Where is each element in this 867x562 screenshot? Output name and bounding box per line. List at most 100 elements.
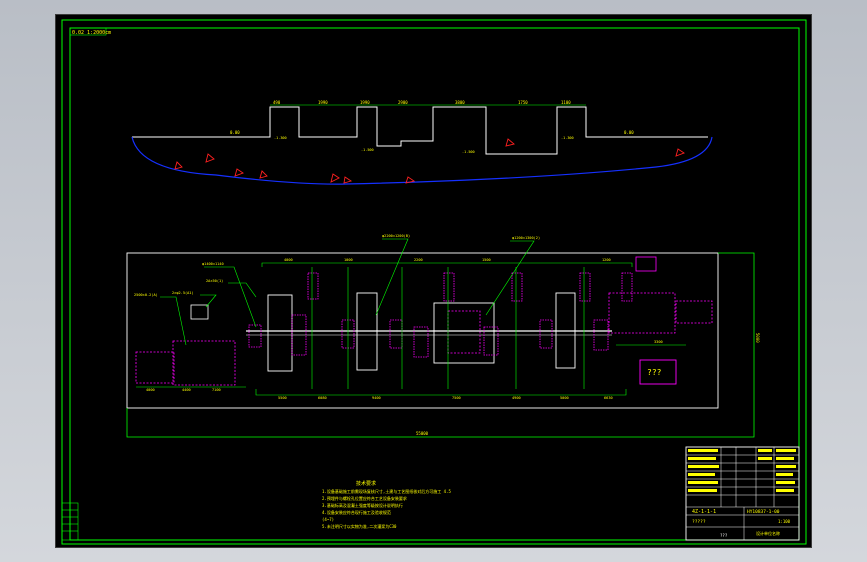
bottom-dim-chain — [255, 389, 627, 396]
profile-dim: 1990 — [360, 100, 370, 105]
note-line: 3.基础标高及混凝土强度等级按设计说明执行 — [322, 502, 403, 508]
cad-drawing: 0.02 1:2000cm — [61, 19, 807, 545]
bearing-block — [621, 272, 633, 302]
profile-dim: 2900 — [398, 100, 408, 105]
profile-elev-right: 0.00 — [624, 130, 634, 135]
plan-outline — [126, 252, 719, 409]
bearing-block — [511, 272, 523, 302]
stand-1 — [267, 294, 293, 372]
leaders — [160, 238, 535, 346]
tb-drawing-code: 4Z-1-1-1 — [692, 509, 716, 515]
tb-fill — [776, 481, 795, 484]
stand-2 — [356, 292, 378, 371]
pit-label: -1.500 — [361, 148, 374, 152]
bearing-block — [443, 272, 455, 302]
leader-text: 2500×0.2(A) — [134, 293, 158, 297]
plan-top-dim: 1000 — [344, 258, 353, 262]
bearing-block — [291, 314, 307, 356]
bearing-block — [579, 272, 591, 302]
drawing-sheet: 0.02 1:2000cm — [55, 14, 812, 548]
note-line: 4.设备安装应符合现行施工及验收规范 — [322, 509, 391, 515]
bearing-block — [413, 326, 429, 358]
tb-drawing-name: ????? — [692, 519, 706, 525]
plan-bottom-dim: 6080 — [318, 396, 327, 400]
callout-box — [635, 256, 657, 272]
tb-fill — [688, 457, 716, 460]
gearbox-small — [190, 304, 209, 320]
tb-fill — [688, 481, 718, 484]
plan-bottom-dim: 5500 — [278, 396, 287, 400]
marker-icon — [174, 161, 183, 170]
tb-fill — [776, 465, 796, 468]
motor-base — [135, 351, 175, 384]
right-dim: 5000 — [755, 333, 760, 343]
profile-dim: 1750 — [518, 100, 528, 105]
note-line: 5.未注明尺寸以实物为准,二次灌浆为C30 — [322, 523, 397, 529]
leader-text: 2×φ2.5(A1) — [172, 291, 194, 295]
tb-fill — [758, 449, 772, 452]
tb-drawing-no: HY10837-1-00 — [747, 509, 780, 515]
stand-3 — [433, 302, 495, 364]
tb-fill — [688, 489, 717, 492]
leader-line — [204, 266, 257, 328]
marker-icon — [259, 170, 268, 179]
tie-lines — [311, 267, 585, 389]
stamp-block — [61, 502, 79, 541]
tb-fill — [688, 449, 718, 452]
tb-fill — [776, 473, 793, 476]
coiler-block — [608, 292, 676, 334]
marker-icon — [405, 176, 416, 184]
plan-bottom-dim: 4400 — [182, 388, 191, 392]
notes-title: 技术要求 — [356, 480, 376, 487]
marker-icon — [343, 176, 353, 184]
overall-dim-line — [126, 252, 755, 438]
tb-fill — [688, 473, 715, 476]
leader-line — [200, 294, 217, 308]
profile-dim: 490 — [273, 100, 281, 105]
note-line: (4~7) — [322, 517, 334, 522]
marker-icon — [505, 138, 515, 147]
tb-fill — [758, 457, 772, 460]
marker-icon — [330, 173, 340, 183]
profile-dim: 1100 — [561, 100, 571, 105]
plan-bottom-dim: 9400 — [372, 396, 381, 400]
leader-text: φ1200×1300(2) — [512, 236, 540, 240]
leader-line — [160, 296, 187, 346]
bearing-block — [248, 324, 262, 348]
tb-project: 设计单位名称 — [756, 530, 780, 536]
plan-view: 55000 5000 — [126, 234, 760, 438]
plan-top-dim: 1200 — [602, 258, 611, 262]
leader-text: φ1400×1140 — [202, 262, 224, 266]
leader-text: 2A×50(1) — [206, 279, 223, 283]
leader-line — [375, 238, 409, 316]
plan-top-dim: 2200 — [414, 258, 423, 262]
stamp-frame — [61, 502, 79, 541]
outer-frame — [61, 19, 807, 545]
tb-fill — [776, 489, 794, 492]
ground-arc — [131, 136, 713, 185]
top-dim-chain — [261, 262, 633, 267]
plan-bottom-dim: 4000 — [146, 388, 155, 392]
plan-top-dim: 1500 — [482, 258, 491, 262]
end-unit — [675, 300, 713, 324]
plan-bottom-dim: 4900 — [512, 396, 521, 400]
soil-markers — [174, 138, 685, 184]
bearing-block — [389, 319, 403, 349]
stand-3-inner — [447, 310, 481, 354]
pit-label: -1.300 — [274, 136, 287, 140]
inner-frame — [69, 27, 800, 541]
label-box — [639, 359, 677, 385]
bearing-block — [539, 319, 553, 349]
pit-label: -1.300 — [561, 136, 574, 140]
scale-note-box — [69, 27, 107, 36]
pit-label: -1.500 — [462, 150, 475, 154]
plan-bottom-dim: 7100 — [212, 388, 221, 392]
bearing-block — [593, 319, 609, 351]
leader-line — [485, 240, 535, 316]
note-line: 2.预埋件与螺栓孔位置应符合工艺设备安装要求 — [322, 495, 407, 501]
stand-4 — [555, 292, 576, 369]
note-line: 1.设备基础施工前需现场复核尺寸,土建与工艺图纸核对后方可施工 4.5 — [322, 488, 451, 494]
profile-elev-left: 0.00 — [230, 130, 240, 135]
profile-dim: 3800 — [455, 100, 465, 105]
